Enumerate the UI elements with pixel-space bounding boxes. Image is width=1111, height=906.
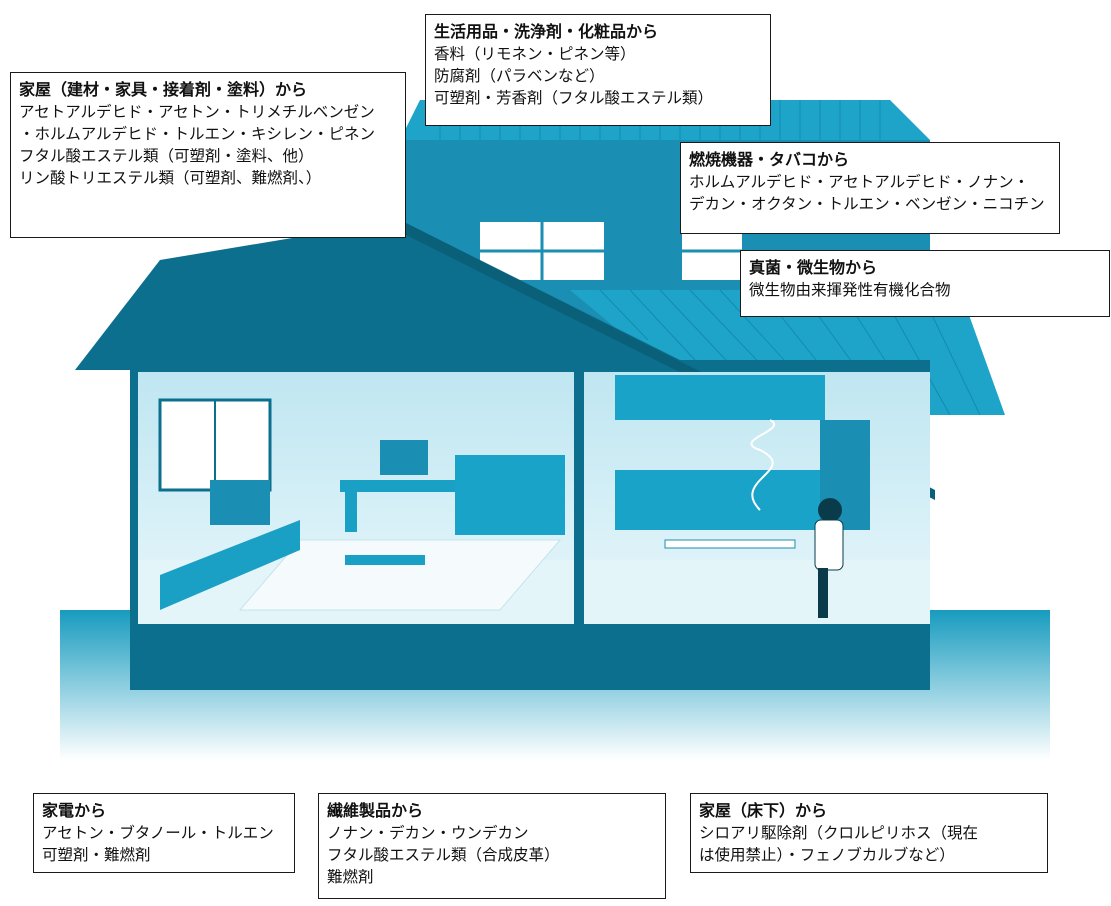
label-line: リン酸トリエステル類（可塑剤、難燃剤、） — [19, 169, 322, 187]
label-line: 微生物由来揮発性有機化合物 — [749, 281, 951, 299]
shelf — [455, 455, 565, 535]
kitchen-cabinet-upper — [615, 375, 825, 420]
label-appliances: 家電から アセトン・ブタノール・トルエン 可塑剤・難燃剤 — [33, 793, 295, 873]
label-title: 家屋（建材・家具・接着剤・塗料）から — [19, 80, 308, 99]
label-line: 防腐剤（パラベンなど） — [434, 67, 605, 85]
monitor — [380, 440, 428, 475]
label-house-materials: 家屋（建材・家具・接着剤・塗料）から アセトアルデヒド・アセトン・トリメチルベン… — [10, 72, 406, 238]
dining-table — [664, 539, 796, 549]
label-microbes: 真菌・微生物から 微生物由来揮発性有機化合物 — [740, 250, 1110, 317]
desk — [340, 480, 460, 492]
kitchen-floor — [584, 560, 930, 624]
person-head — [818, 498, 842, 522]
label-title: 真菌・微生物から — [749, 258, 878, 277]
label-line: フタル酸エステル類（可塑剤・塗料、他） — [19, 147, 314, 165]
label-title: 生活用品・洗浄剤・化粧品から — [434, 22, 659, 41]
label-line: ホルムアルデヒド・アセトアルデヒド・ノナン・ — [689, 173, 1030, 191]
label-title: 家屋（床下）から — [699, 801, 828, 820]
label-line: 可塑剤・難燃剤 — [42, 846, 151, 864]
label-textiles: 繊維製品から ノナン・デカン・ウンデカン フタル酸エステル類（合成皮革） 難燃剤 — [318, 793, 666, 899]
divider-wall — [574, 372, 584, 624]
main-roof — [75, 220, 700, 370]
label-line: シロアリ駆除剤（クロルピリホス（現在 — [699, 824, 979, 842]
label-line: ノナン・デカン・ウンデカン — [327, 824, 529, 842]
smoke — [750, 419, 775, 511]
label-title: 繊維製品から — [327, 801, 424, 820]
label-line: アセトン・ブタノール・トルエン — [42, 824, 274, 842]
label-underfloor: 家屋（床下）から シロアリ駆除剤（クロルピリホス（現在 は使用禁止）・フェノブカ… — [690, 793, 1048, 873]
label-line: は使用禁止）・フェノブカルブなど） — [699, 846, 955, 864]
coffee-table — [345, 555, 425, 565]
tv — [210, 480, 270, 525]
label-line: ・ホルムアルデヒド・トルエン・キシレン・ピネン — [19, 125, 376, 143]
tv-stand — [160, 520, 300, 610]
label-title: 燃焼機器・タバコから — [689, 150, 850, 169]
label-line: 香料（リモネン・ピネン等） — [434, 45, 636, 63]
label-combustion: 燃焼機器・タバコから ホルムアルデヒド・アセトアルデヒド・ノナン・ デカン・オク… — [680, 142, 1060, 234]
label-title: 家電から — [42, 801, 107, 820]
label-line: フタル酸エステル類（合成皮革） — [327, 846, 560, 864]
label-line: アセトアルデヒド・アセトン・トリメチルベンゼン — [19, 103, 375, 121]
label-line: 可塑剤・芳香剤（フタル酸エステル類） — [434, 89, 714, 107]
label-line: 難燃剤 — [327, 868, 374, 886]
person-body — [814, 519, 844, 571]
label-line: デカン・オクタン・トルエン・ベンゼン・ニコチン — [689, 195, 1045, 213]
kitchen-counter — [615, 470, 825, 530]
label-daily-products: 生活用品・洗浄剤・化粧品から 香料（リモネン・ピネン等） 防腐剤（パラベンなど）… — [425, 14, 771, 126]
living-rug — [238, 539, 562, 611]
